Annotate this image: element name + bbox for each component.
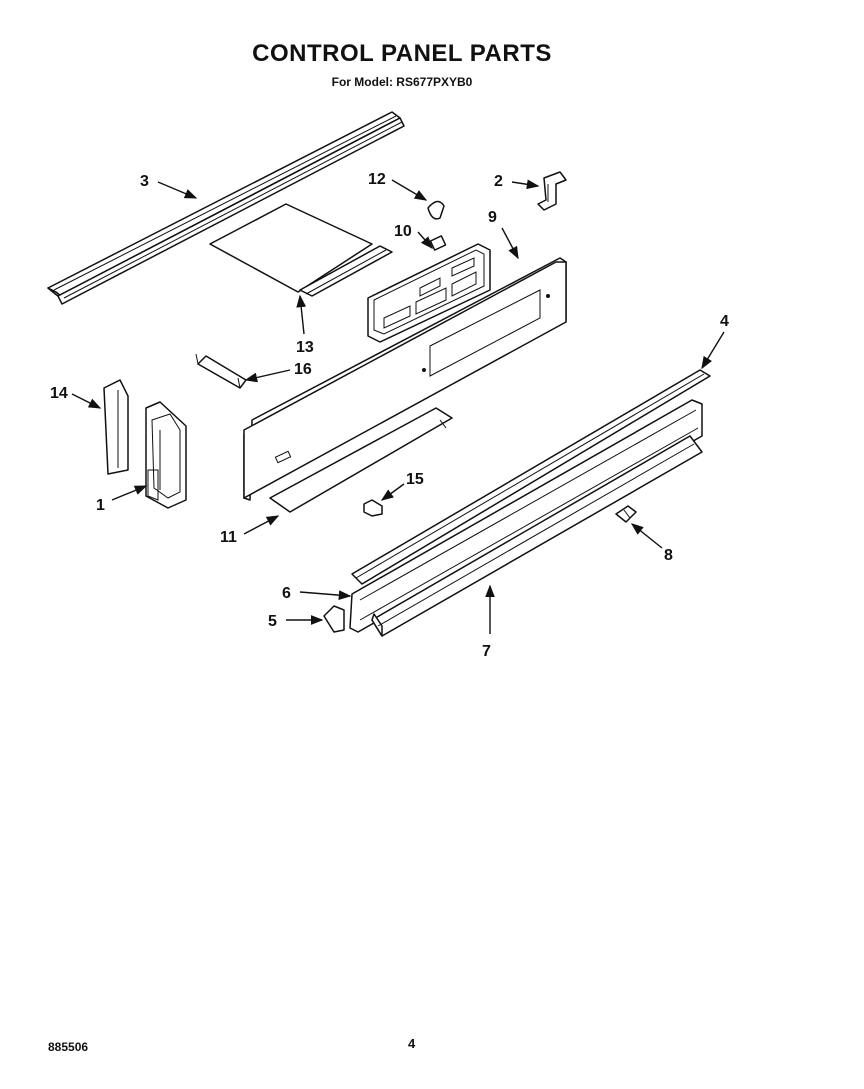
part-16-bracket xyxy=(195,353,247,389)
svg-text:13: 13 xyxy=(296,339,314,356)
svg-text:10: 10 xyxy=(394,223,412,240)
part-5-end-cap xyxy=(323,605,345,633)
part-14-side-piece xyxy=(103,379,129,475)
callout-5: 5 xyxy=(268,613,324,630)
callout-16: 16 xyxy=(244,361,312,383)
callout-1: 1 xyxy=(96,485,148,514)
callout-6: 6 xyxy=(282,585,352,602)
svg-text:2: 2 xyxy=(494,173,503,190)
part-13-shield xyxy=(209,203,393,297)
svg-text:6: 6 xyxy=(282,585,291,602)
part-9-control-panel xyxy=(243,257,567,501)
callout-10: 10 xyxy=(394,223,433,250)
callout-15: 15 xyxy=(380,471,424,501)
part-7-lower-extrusion xyxy=(371,435,703,637)
page-number: 4 xyxy=(408,1036,416,1051)
svg-text:14: 14 xyxy=(50,385,68,402)
svg-text:11: 11 xyxy=(220,529,237,546)
svg-text:8: 8 xyxy=(664,547,673,564)
svg-text:15: 15 xyxy=(406,471,424,488)
callout-12: 12 xyxy=(368,171,428,201)
svg-text:9: 9 xyxy=(488,209,497,226)
callout-2: 2 xyxy=(494,173,540,190)
callout-7: 7 xyxy=(482,584,495,660)
svg-text:3: 3 xyxy=(140,173,149,190)
part-8-clip xyxy=(615,505,637,523)
part-2-bracket xyxy=(537,171,567,211)
part-12-clip xyxy=(427,200,445,220)
svg-text:12: 12 xyxy=(368,171,386,188)
svg-text:1: 1 xyxy=(96,497,105,514)
document-number: 885506 xyxy=(48,1040,89,1054)
callout-3: 3 xyxy=(140,173,198,199)
part-4-front-trim xyxy=(351,369,711,585)
callout-14: 14 xyxy=(50,385,102,409)
part-15-switch xyxy=(363,499,383,517)
part-10-control-board xyxy=(367,235,491,343)
callout-4: 4 xyxy=(701,313,729,370)
svg-text:4: 4 xyxy=(720,313,729,330)
part-6-front-extrusion xyxy=(349,399,703,633)
callout-8: 8 xyxy=(630,523,673,564)
part-11-bottom-shield xyxy=(269,407,453,513)
callout-13: 13 xyxy=(296,294,314,356)
part-3-top-trim xyxy=(47,111,405,305)
part-1-end-cap xyxy=(145,401,187,509)
svg-text:16: 16 xyxy=(294,361,312,378)
callout-11: 11 xyxy=(220,515,280,546)
callout-9: 9 xyxy=(488,209,519,260)
svg-text:5: 5 xyxy=(268,613,277,630)
model-subtitle: For Model: RS677PXYB0 xyxy=(331,75,473,89)
svg-text:7: 7 xyxy=(482,643,491,660)
page-title: CONTROL PANEL PARTS xyxy=(252,40,552,67)
